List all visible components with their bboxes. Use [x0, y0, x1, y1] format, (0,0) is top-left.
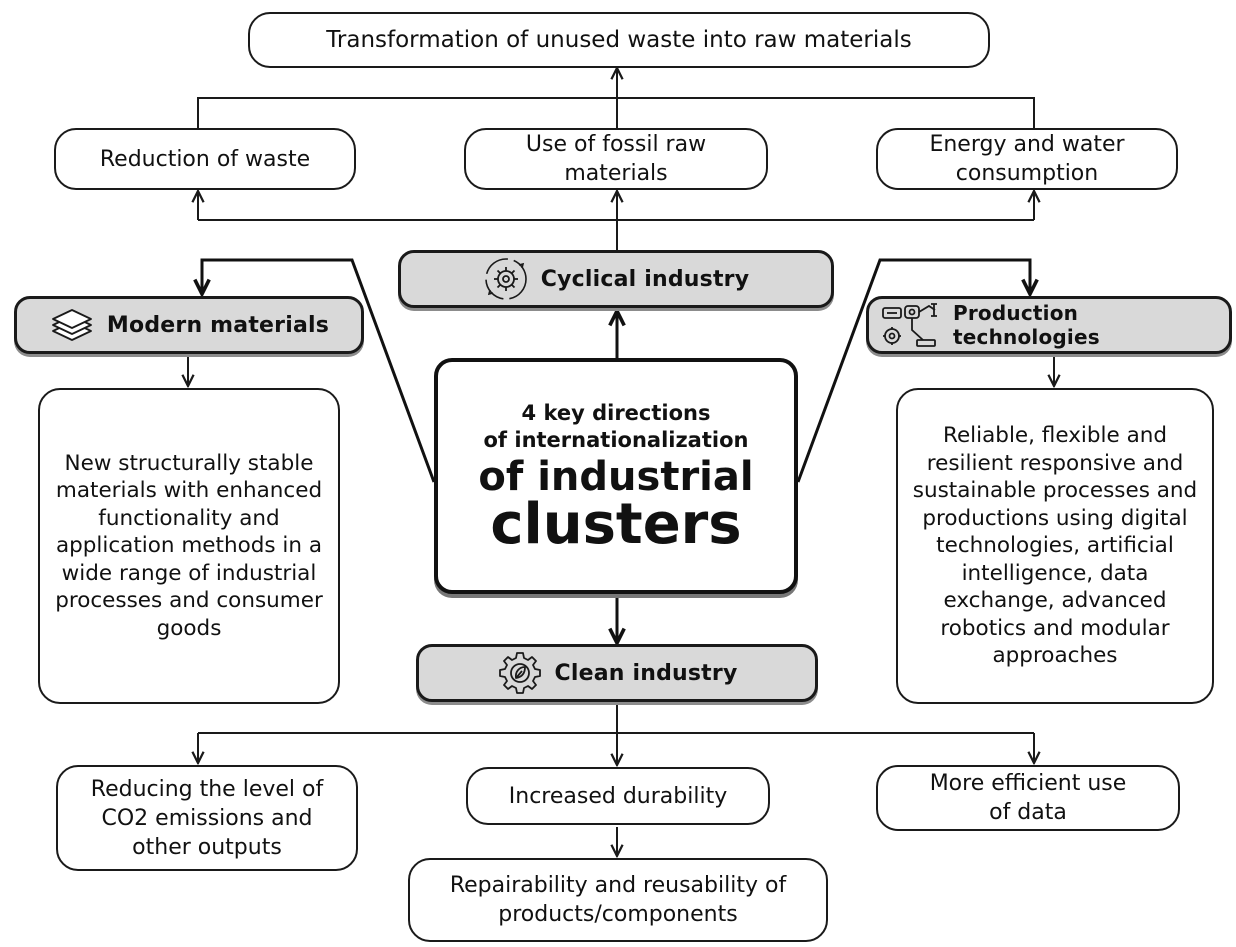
arrow-center-to-modern [202, 258, 436, 483]
fossil-raw-materials-text: Use of fossil raw materials [525, 132, 707, 186]
center-title-line1: 4 key directions [521, 401, 711, 425]
production-technologies-pill: Production technologies [866, 296, 1232, 354]
fossil-raw-materials-box: Use of fossil raw materials [464, 128, 768, 190]
energy-water-box: Energy and water consumption [876, 128, 1178, 190]
reduction-of-waste-box: Reduction of waste [54, 128, 356, 190]
increased-durability-text: Increased durability [508, 783, 728, 809]
eco-gear-icon [497, 650, 543, 696]
layers-icon [49, 305, 95, 345]
center-title-line4: clusters [490, 492, 742, 557]
cyclical-industry-label: Cyclical industry [540, 266, 750, 292]
center-title-box: 4 key directions of internationalization… [434, 358, 798, 594]
modern-materials-description-box: New structurally stable materials with e… [38, 388, 340, 704]
clean-industry-pill: Clean industry [416, 644, 818, 702]
modern-materials-pill: Modern materials [14, 296, 364, 354]
energy-water-text: Energy and water consumption [929, 132, 1125, 186]
reduction-of-waste-text: Reduction of waste [99, 146, 311, 172]
transformation-text: Transformation of unused waste into raw … [326, 26, 912, 53]
repairability-text: Repairability and reusability of product… [449, 873, 787, 927]
robot-arm-icon [881, 302, 941, 348]
gear-cycle-icon [483, 256, 529, 302]
production-technologies-description: Reliable, flexible and resilient respons… [912, 423, 1198, 669]
co2-reduction-text: Reducing the level of CO2 emissions and … [90, 776, 324, 860]
clean-industry-label: Clean industry [554, 660, 738, 686]
modern-materials-label: Modern materials [106, 312, 330, 338]
cyclical-industry-pill: Cyclical industry [398, 250, 834, 308]
center-title-line3: of industrial [478, 454, 754, 500]
production-technologies-label: Production technologies [953, 301, 1100, 349]
center-title-line2: of internationalization [483, 428, 749, 452]
co2-reduction-box: Reducing the level of CO2 emissions and … [56, 765, 358, 871]
efficient-data-box: More efficient use of data [876, 765, 1180, 831]
modern-materials-description: New structurally stable materials with e… [55, 450, 323, 641]
efficient-data-text: More efficient use of data [929, 771, 1127, 825]
increased-durability-box: Increased durability [466, 767, 770, 825]
production-technologies-description-box: Reliable, flexible and resilient respons… [896, 388, 1214, 704]
arrow-center-to-production [796, 258, 1030, 483]
repairability-box: Repairability and reusability of product… [408, 858, 828, 942]
transformation-box: Transformation of unused waste into raw … [248, 12, 990, 68]
